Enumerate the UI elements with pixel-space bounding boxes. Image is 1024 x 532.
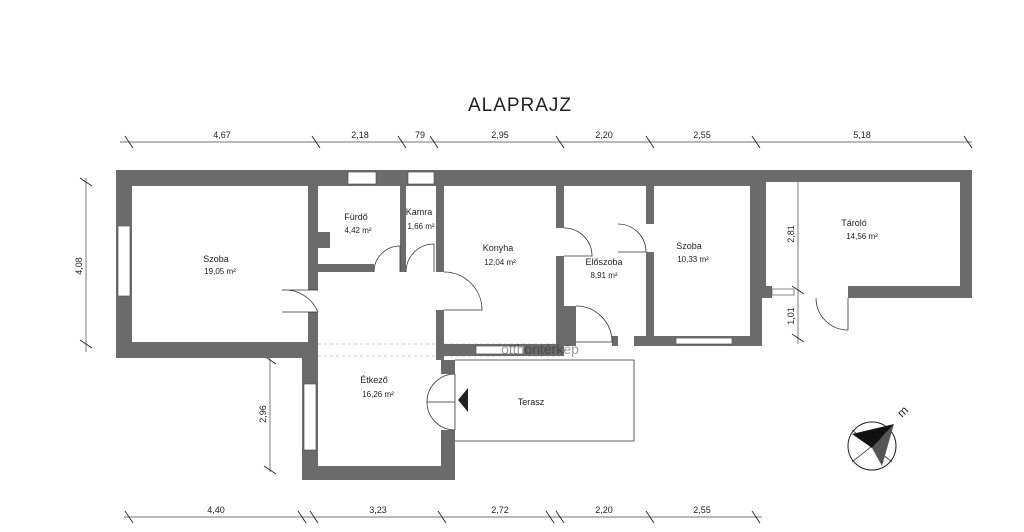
room-name-tarolo: Tároló: [841, 218, 867, 228]
dimension-left: 4,08: [74, 257, 84, 275]
compass-icon: m: [847, 403, 911, 471]
bottom-dimension-chain: 4,40 3,23 2,72 2,20 2,55: [124, 505, 762, 524]
room-area-szoba-2: 10,33 m²: [677, 255, 709, 264]
room-name-kamra: Kamra: [406, 207, 433, 217]
entrance-arrow: [458, 388, 468, 412]
room-area-tarolo: 14,56 m²: [846, 232, 878, 241]
room-area-szoba-1: 19,05 m²: [204, 267, 236, 276]
walls: [116, 170, 972, 480]
dimension-tarolo-lower: 1,01: [786, 307, 796, 325]
room-area-kamra: 1,66 m²: [407, 222, 434, 231]
room-name-terasz: Terasz: [518, 397, 545, 407]
dimension-top-4: 2,95: [491, 130, 509, 140]
watermark: otthontérkép: [501, 341, 579, 357]
room-area-furdo: 4,42 m²: [344, 226, 371, 235]
room-area-etkezo: 16,26 m²: [362, 390, 394, 399]
dimension-top-6: 2,55: [693, 130, 711, 140]
top-dimension-chain: 4,67 2,18 79 2,95 2,20 2,55 5,18: [120, 130, 973, 149]
room-name-konyha: Konyha: [483, 243, 514, 253]
dimension-tarolo-upper: 2,81: [786, 225, 796, 243]
dimension-top-1: 4,67: [213, 130, 231, 140]
dimension-top-5: 2,20: [595, 130, 613, 140]
room-name-szoba-2: Szoba: [676, 241, 702, 251]
dimension-bottom-4: 2,20: [595, 505, 613, 515]
doors: [281, 223, 849, 431]
tarolo-dimensions: 2,81 1,01: [786, 170, 805, 344]
compass-north-label: m: [894, 403, 911, 420]
room-name-furdo: Fürdő: [344, 212, 368, 222]
room-name-etkezo: Étkező: [360, 375, 388, 385]
windows: [117, 171, 795, 451]
dimension-bottom-2: 3,23: [369, 505, 387, 515]
dimension-top-2: 2,18: [351, 130, 369, 140]
room-name-szoba-1: Szoba: [203, 254, 229, 264]
left-dimension: 4,08: [74, 177, 93, 352]
room-area-eloszoba: 8,91 m²: [590, 271, 617, 280]
dimension-bottom-5: 2,55: [693, 505, 711, 515]
room-name-eloszoba: Előszoba: [585, 257, 622, 267]
dimension-etkezo: 2,96: [258, 405, 268, 423]
dimension-bottom-1: 4,40: [207, 505, 225, 515]
dimension-bottom-3: 2,72: [491, 505, 509, 515]
plan-title: ALAPRAJZ: [468, 95, 572, 116]
dimension-top-7: 5,18: [853, 130, 871, 140]
etkezo-dimension: 2,96: [258, 354, 277, 475]
room-labels: Szoba 19,05 m² Fürdő 4,42 m² Kamra 1,66 …: [203, 207, 878, 407]
dimension-top-3: 79: [415, 130, 425, 140]
room-area-konyha: 12,04 m²: [484, 258, 516, 267]
